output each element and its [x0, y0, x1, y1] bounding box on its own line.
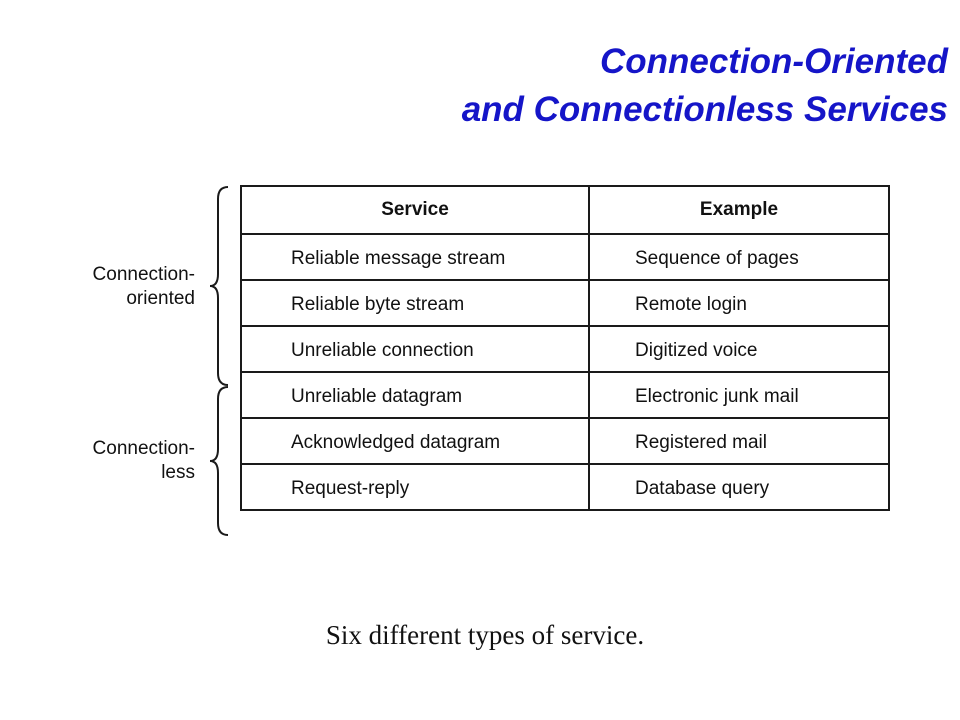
table-row: Unreliable datagram Electronic junk mail: [240, 371, 890, 419]
header-service: Service: [240, 185, 590, 235]
example-cell: Registered mail: [588, 417, 890, 465]
example-cell: Remote login: [588, 279, 890, 327]
table-header-row: Service Example: [240, 185, 890, 235]
service-cell: Unreliable connection: [240, 325, 590, 373]
group-label-connectionless: Connection- less: [92, 438, 195, 483]
service-cell: Request-reply: [240, 463, 590, 511]
example-cell: Sequence of pages: [588, 233, 890, 281]
service-cell: Acknowledged datagram: [240, 417, 590, 465]
service-cell: Reliable message stream: [240, 233, 590, 281]
header-example: Example: [588, 185, 890, 235]
table-row: Reliable byte stream Remote login: [240, 279, 890, 327]
table-row: Reliable message stream Sequence of page…: [240, 233, 890, 281]
table-row: Request-reply Database query: [240, 463, 890, 511]
grouping-braces: [209, 186, 229, 536]
group-label-connection-oriented: Connection- oriented: [92, 264, 195, 309]
figure-caption: Six different types of service.: [325, 620, 645, 650]
brace-connection-oriented: [209, 186, 229, 386]
table-row: Unreliable connection Digitized voice: [240, 325, 890, 373]
brace-connectionless: [209, 386, 229, 536]
example-cell: Database query: [588, 463, 890, 511]
service-cell: Unreliable datagram: [240, 371, 590, 419]
title-line-2: and Connectionless Services: [461, 90, 948, 129]
service-table: Service Example Reliable message stream …: [240, 185, 890, 511]
example-cell: Electronic junk mail: [588, 371, 890, 419]
service-cell: Reliable byte stream: [240, 279, 590, 327]
example-cell: Digitized voice: [588, 325, 890, 373]
page-title: Connection-Oriented and Connectionless S…: [462, 38, 948, 134]
title-line-1: Connection-Oriented: [599, 42, 948, 81]
table-row: Acknowledged datagram Registered mail: [240, 417, 890, 465]
